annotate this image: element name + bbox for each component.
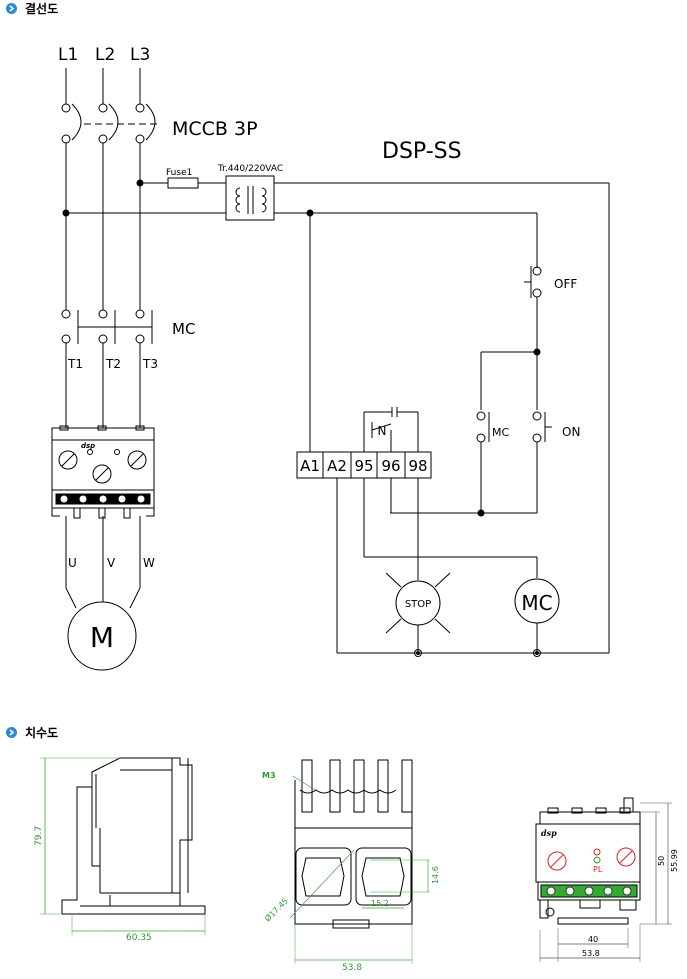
mccb-breaker (61, 103, 160, 144)
dimension-title-text: 치수도 (25, 726, 59, 740)
front-view (535, 797, 672, 962)
side-view (40, 757, 206, 935)
dim-screw: M3 (262, 771, 276, 780)
mc-aux-label: MC (492, 426, 509, 439)
output-w: W (143, 556, 155, 570)
relay-logo: dsp (81, 442, 95, 450)
off-label: OFF (554, 277, 577, 291)
terminal-96: 96 (381, 457, 400, 475)
dimension-section-title: 치수도 (6, 724, 58, 741)
dim-bottom-width: 53.8 (342, 963, 362, 973)
wiring-title-text: 결선도 (25, 2, 59, 16)
dim-hole-pitch: 15.2 (371, 899, 389, 908)
chevron-right-icon (6, 3, 17, 14)
dim-front-width-a: 40 (588, 935, 598, 944)
on-label: ON (562, 425, 580, 439)
terminal-98: 98 (408, 457, 427, 475)
terminal-a1: A1 (300, 457, 320, 475)
line-label-l2: L2 (95, 45, 115, 65)
dim-front-height-a: 50 (657, 856, 666, 866)
pl-label: PL (593, 865, 603, 874)
model-label: DSP-SS (382, 139, 462, 164)
front-logo: dsp (541, 828, 557, 838)
dim-hole-diameter: Ø17.45 (262, 896, 290, 924)
mc-label: MC (172, 320, 195, 338)
terminal-t3: T3 (142, 357, 158, 371)
dim-front-width-b: 53.8 (582, 949, 600, 958)
bottom-view (289, 759, 430, 964)
dim-side-width: 60.35 (126, 933, 152, 943)
off-switch (524, 266, 542, 298)
line-label-l1: L1 (58, 45, 78, 65)
mc-contactor (61, 309, 153, 344)
motor-symbol (67, 601, 137, 671)
transformer-label: Tr.440/220VAC (217, 164, 283, 174)
chevron-right-icon (6, 727, 17, 738)
relay-device (51, 425, 155, 519)
fuse-label: Fuse1 (166, 168, 192, 178)
motor-label: M (90, 621, 114, 654)
mc-coil-label: MC (521, 591, 552, 615)
terminal-t1: T1 (67, 357, 83, 371)
terminal-95: 95 (354, 457, 373, 475)
dimension-drawings: 79.7 60.35 M3 Ø17.45 (34, 757, 679, 973)
terminal-a2: A2 (327, 457, 347, 475)
mccb-label: MCCB 3P (172, 118, 258, 140)
output-v: V (107, 556, 116, 570)
wiring-section-title: 결선도 (6, 0, 58, 17)
terminal-t2: T2 (105, 357, 121, 371)
dim-hole-height: 14.6 (431, 866, 440, 884)
fuse-symbol (167, 177, 199, 189)
stop-lamp-label: STOP (405, 599, 431, 610)
dim-side-height: 79.7 (34, 826, 44, 846)
dim-front-height-b: 55.99 (670, 849, 679, 872)
transformer-symbol (225, 175, 275, 221)
line-label-l3: L3 (130, 45, 150, 65)
relay-n-label: N (378, 424, 387, 438)
output-u: U (68, 556, 77, 570)
wiring-diagram: L1 L2 L3 MCCB 3P DSP-SS Fuse1 (51, 45, 610, 671)
